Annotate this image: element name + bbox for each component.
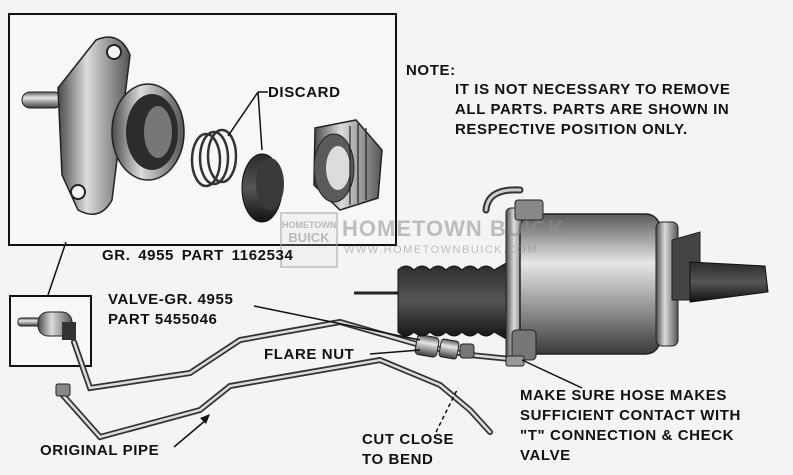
original-pipe <box>55 356 493 441</box>
threaded-nut <box>313 119 383 211</box>
note-heading: NOTE: <box>406 62 456 79</box>
part-caption: GR. 4955 PART 1162534 <box>102 247 294 264</box>
inset-connector-line <box>47 241 67 296</box>
discard-label: DISCARD <box>268 84 341 101</box>
original-pipe-label: ORIGINAL PIPE <box>40 442 160 459</box>
watermark-name: HOMETOWN BUICK <box>342 216 565 241</box>
note-line-1: IT IS NOT NECESSARY TO REMOVE <box>455 81 731 98</box>
flare-nut-fitting <box>414 334 475 360</box>
hose-note-line-1: MAKE SURE HOSE MAKES <box>520 387 728 404</box>
hose-note-line-2: SUFFICIENT CONTACT WITH <box>520 407 741 424</box>
cut-label-line-1: CUT CLOSE <box>362 431 455 448</box>
valve-label-line-1: VALVE-GR. 4955 <box>108 291 234 308</box>
note-line-2: ALL PARTS. PARTS ARE SHOWN IN <box>455 101 730 118</box>
flange-housing <box>21 36 185 215</box>
hose-note-line-4: VALVE <box>520 447 571 464</box>
discard-spring <box>190 128 238 188</box>
watermark-url: WWW.HOMETOWNBUICK.COM <box>344 244 538 256</box>
watermark-logo: HOMETOWN BUICK <box>280 212 338 268</box>
watermark-logo-bottom: BUICK <box>288 230 330 245</box>
power-cylinder <box>354 186 769 367</box>
flare-nut-label: FLARE NUT <box>264 346 355 363</box>
watermark-logo-top: HOMETOWN <box>282 220 337 230</box>
valve-detail <box>17 311 76 340</box>
valve-label-line-2: PART 5455046 <box>108 311 218 328</box>
note-line-3: RESPECTIVE POSITION ONLY. <box>455 121 688 138</box>
discard-leader-lines <box>227 91 268 151</box>
label-leader-lines <box>173 305 583 448</box>
hose-note-line-3: "T" CONNECTION & CHECK <box>520 427 735 444</box>
cut-label-line-2: TO BEND <box>362 451 434 468</box>
rubber-boot <box>397 261 509 341</box>
discard-valve-cap <box>241 153 284 223</box>
